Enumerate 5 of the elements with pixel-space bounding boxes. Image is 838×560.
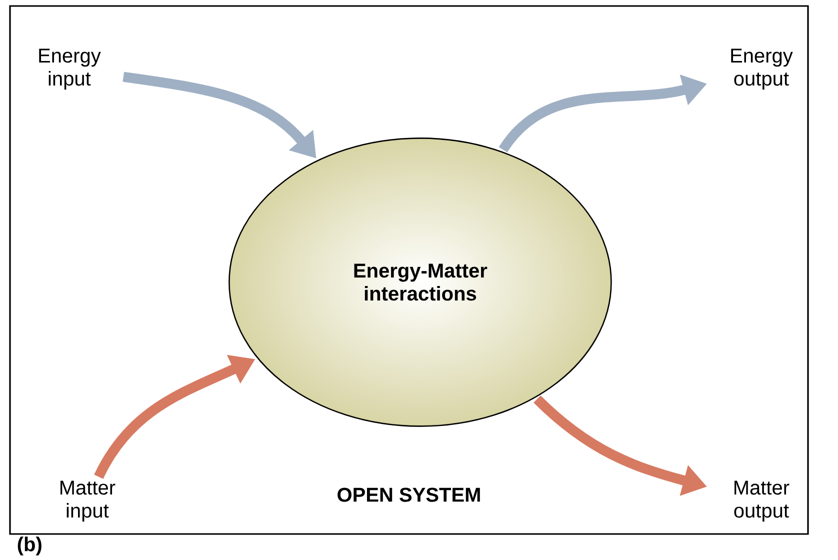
- flow-label: Energy input: [39, 48, 101, 90]
- flow-label: Matter input: [60, 480, 116, 522]
- panel-letter: (b): [18, 536, 42, 556]
- flow-label: Energy output: [731, 48, 793, 90]
- flow-label: Matter output: [734, 480, 790, 522]
